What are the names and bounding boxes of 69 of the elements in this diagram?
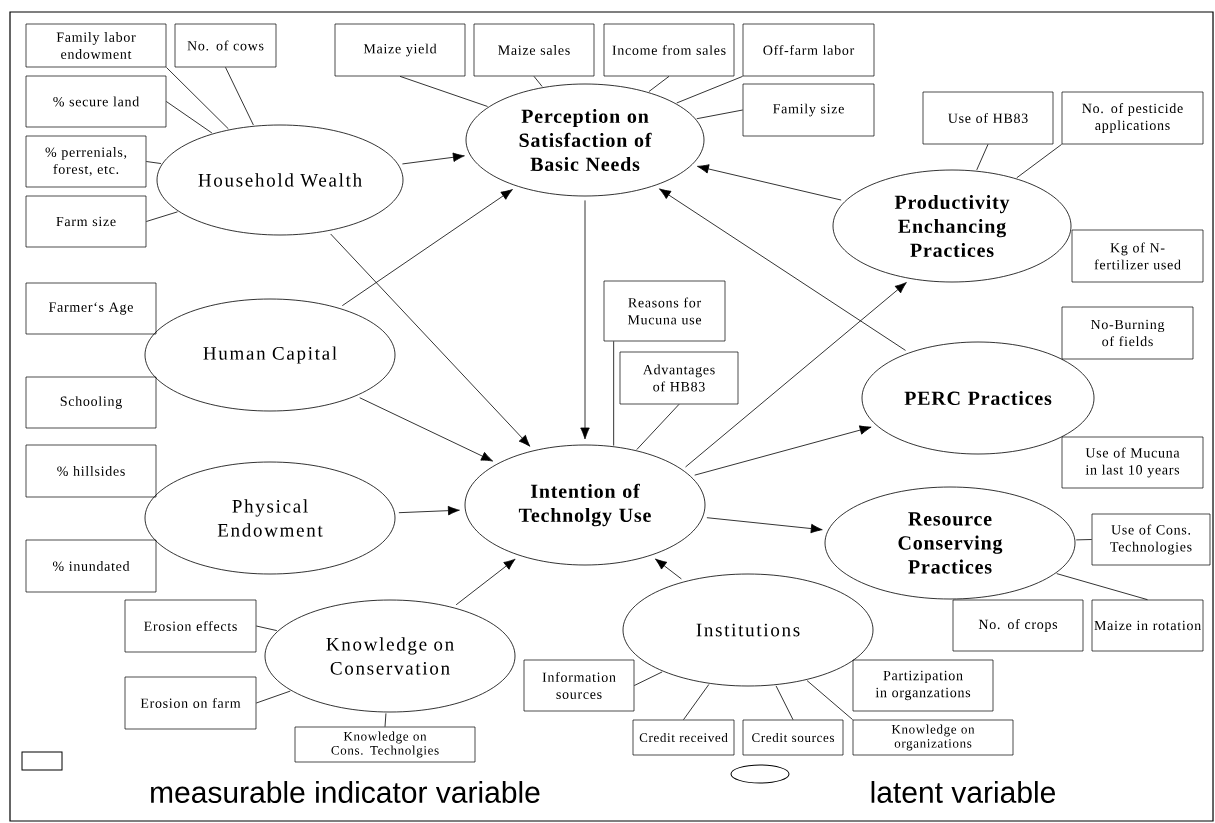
- indicator-box: Family size: [742, 83, 875, 137]
- indicator-box: No-Burning of fields: [1061, 306, 1194, 360]
- leader-line: [633, 671, 663, 686]
- indicator-box: Maize in rotation: [1091, 599, 1204, 652]
- leader-line: [676, 75, 744, 104]
- indicator-box: % perrenials, forest, etc.: [25, 135, 147, 188]
- indicator-box: Erosion effects: [124, 599, 257, 653]
- indicator-box: Use of HB83: [922, 91, 1054, 145]
- indicator-box: Off-farm labor: [742, 23, 875, 77]
- arrow: [580, 200, 590, 440]
- legend-label: latent variable: [871, 781, 1055, 804]
- indicator-box: Income from sales: [603, 23, 735, 77]
- arrow: [685, 282, 907, 468]
- leader-line: [1016, 143, 1063, 179]
- leader-line: [533, 75, 543, 87]
- leader-line: [165, 101, 213, 134]
- indicator-box: Knowledge on Cons. Technolgies: [294, 726, 476, 763]
- arrow: [402, 152, 465, 165]
- indicator-box: Maize yield: [334, 23, 466, 77]
- indicator-box: Credit received: [632, 719, 735, 756]
- leader-line: [775, 685, 794, 721]
- leader-line: [165, 66, 229, 130]
- leader-line: [255, 625, 278, 631]
- indicator-box: Erosion on farm: [124, 676, 257, 730]
- indicator-box: Farmer‘s Age: [25, 282, 157, 335]
- leader-line: [683, 684, 710, 721]
- arrow: [706, 517, 823, 534]
- indicator-box: Partizipation in organzations: [852, 659, 994, 712]
- arrow: [659, 188, 906, 351]
- indicator-box: % secure land: [25, 75, 167, 128]
- indicator-box: Advantages of HB83: [619, 351, 739, 405]
- arrow: [694, 425, 872, 476]
- arrow: [398, 505, 460, 516]
- indicator-box: Use of Mucuna in last 10 years: [1061, 436, 1204, 489]
- arrow: [341, 189, 513, 307]
- leader-line: [613, 340, 615, 446]
- leader-line: [648, 75, 670, 92]
- leader-line: [225, 66, 254, 126]
- leader-line: [384, 713, 387, 728]
- leader-line: [1056, 573, 1148, 601]
- indicator-box: Maize sales: [473, 23, 595, 77]
- indicator-box: % hillsides: [25, 444, 157, 498]
- leader-line: [255, 690, 291, 704]
- arrow: [359, 397, 493, 462]
- leader-line: [399, 75, 488, 107]
- leader-line: [145, 211, 178, 222]
- leader-line: [696, 109, 744, 120]
- arrow: [330, 233, 531, 447]
- indicator-box: Information sources: [523, 659, 635, 712]
- arrow: [697, 164, 842, 201]
- arrow: [654, 558, 682, 580]
- indicator-box: No. of cows: [174, 23, 277, 68]
- indicator-box: Schooling: [25, 376, 157, 429]
- indicator-box: Kg of N-fertilizer used: [1071, 229, 1204, 283]
- leader-line: [145, 161, 162, 164]
- indicator-box: No. of pesticide applications: [1061, 91, 1204, 145]
- leader-line: [976, 143, 989, 171]
- arrow: [455, 558, 516, 606]
- leader-line: [636, 403, 680, 450]
- indicator-box: No. of crops: [952, 599, 1084, 652]
- leader-line: [1075, 539, 1093, 541]
- indicator-box: Family labor endowment: [25, 23, 167, 68]
- indicator-box: Credit sources: [742, 719, 844, 756]
- indicator-box: Use of Cons. Technologies: [1091, 513, 1211, 566]
- indicator-box: Knowledge on organizations: [852, 719, 1014, 756]
- legend-label: measurable indicator variable: [151, 781, 540, 804]
- indicator-box: Reasons for Mucuna use: [603, 280, 726, 342]
- indicator-box: % inundated: [25, 539, 157, 593]
- indicator-box: Farm size: [25, 195, 147, 248]
